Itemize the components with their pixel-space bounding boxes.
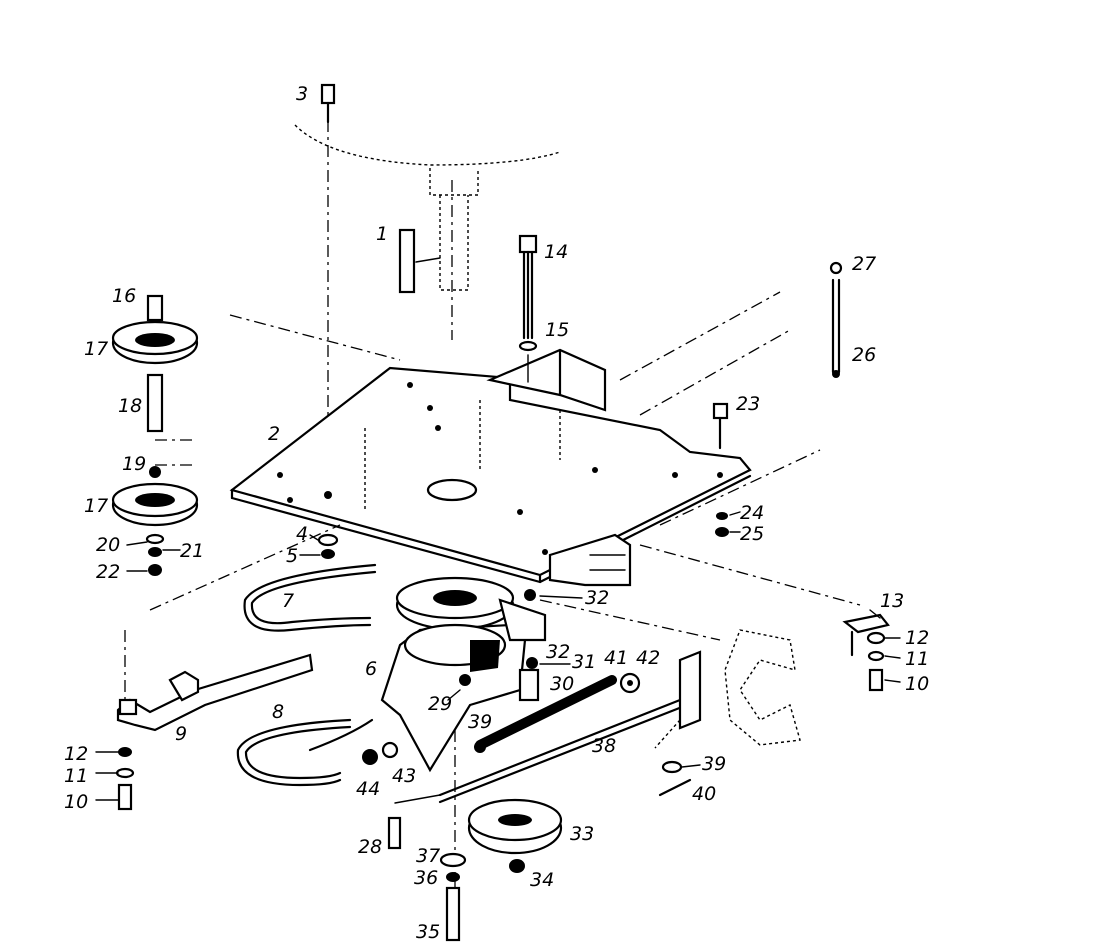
callout-27: 27 bbox=[852, 253, 876, 275]
callout-22: 22 bbox=[96, 561, 120, 583]
callout-6: 6 bbox=[365, 658, 377, 680]
callout-12-right: 12 bbox=[905, 627, 929, 649]
bolt-3 bbox=[320, 83, 336, 124]
callout-36: 36 bbox=[414, 867, 438, 889]
callout-42: 42 bbox=[636, 647, 660, 669]
callout-10-right: 10 bbox=[905, 673, 929, 695]
callout-23: 23 bbox=[736, 393, 760, 415]
callout-39-left: 39 bbox=[468, 711, 492, 733]
callout-26: 26 bbox=[852, 344, 876, 366]
callout-31: 31 bbox=[572, 651, 596, 673]
part-key bbox=[398, 228, 441, 294]
callout-2: 2 bbox=[268, 423, 280, 445]
callout-1: 1 bbox=[376, 223, 388, 245]
bolt-28 bbox=[387, 794, 441, 850]
hardware-left bbox=[115, 747, 135, 811]
callout-44: 44 bbox=[356, 778, 380, 800]
callout-11-right: 11 bbox=[905, 648, 929, 670]
callout-17-bottom: 17 bbox=[84, 495, 108, 517]
callout-5: 5 bbox=[286, 545, 298, 567]
leader-lines bbox=[95, 511, 901, 801]
idler-arm bbox=[116, 653, 314, 732]
callout-13: 13 bbox=[880, 590, 904, 612]
callout-32-mid: 32 bbox=[546, 641, 570, 663]
bottom-pulley bbox=[467, 798, 563, 873]
callout-38: 38 bbox=[592, 735, 616, 757]
callout-40: 40 bbox=[692, 783, 716, 805]
plate-bracket bbox=[486, 348, 632, 587]
callout-12-left: 12 bbox=[64, 743, 88, 765]
callout-3: 3 bbox=[296, 83, 308, 105]
callout-28: 28 bbox=[358, 836, 382, 858]
clutch-pulley bbox=[380, 576, 547, 773]
rod-38 bbox=[438, 650, 702, 804]
callout-33: 33 bbox=[570, 823, 594, 845]
callout-16: 16 bbox=[112, 285, 136, 307]
hardware-right bbox=[842, 613, 890, 692]
callout-35: 35 bbox=[416, 921, 440, 943]
callout-11-left: 11 bbox=[64, 765, 88, 787]
callout-15: 15 bbox=[545, 319, 569, 341]
callout-14: 14 bbox=[544, 241, 568, 263]
washer-nut-4-5 bbox=[317, 533, 339, 559]
callout-7: 7 bbox=[282, 590, 294, 612]
belts bbox=[236, 563, 377, 787]
callout-32-top: 32 bbox=[585, 587, 609, 609]
callout-9: 9 bbox=[175, 723, 187, 745]
washer-nut-24-25 bbox=[715, 512, 729, 537]
washer-nut-43-44 bbox=[362, 741, 399, 765]
callout-labels: 1 2 3 4 5 6 7 8 9 10 11 12 13 14 15 16 1… bbox=[64, 83, 929, 943]
bolt-23 bbox=[712, 402, 729, 450]
callout-25: 25 bbox=[740, 523, 764, 545]
callout-34: 34 bbox=[530, 869, 554, 891]
main-plate bbox=[229, 366, 752, 584]
callout-8: 8 bbox=[272, 701, 284, 723]
callout-4: 4 bbox=[296, 523, 308, 545]
clip-pin-39-40 bbox=[658, 760, 692, 797]
callout-37: 37 bbox=[416, 845, 440, 867]
callout-18: 18 bbox=[118, 395, 142, 417]
spacer-30 bbox=[518, 657, 540, 702]
callout-41: 41 bbox=[604, 647, 628, 669]
callout-43: 43 bbox=[392, 765, 416, 787]
engine-outline bbox=[294, 124, 801, 746]
callout-30: 30 bbox=[550, 673, 574, 695]
bolt-14 bbox=[518, 234, 538, 383]
callout-17-top: 17 bbox=[84, 338, 108, 360]
callout-39-right: 39 bbox=[702, 753, 726, 775]
rod-26 bbox=[829, 261, 843, 378]
callout-21: 21 bbox=[180, 540, 204, 562]
callout-10-left: 10 bbox=[64, 791, 88, 813]
bolt-stack-35 bbox=[439, 852, 467, 942]
left-pulley-stack bbox=[111, 294, 199, 576]
callout-19: 19 bbox=[122, 453, 146, 475]
callout-24: 24 bbox=[740, 502, 764, 524]
callout-20: 20 bbox=[96, 534, 120, 556]
spring-41 bbox=[474, 672, 641, 753]
callout-29: 29 bbox=[428, 693, 452, 715]
